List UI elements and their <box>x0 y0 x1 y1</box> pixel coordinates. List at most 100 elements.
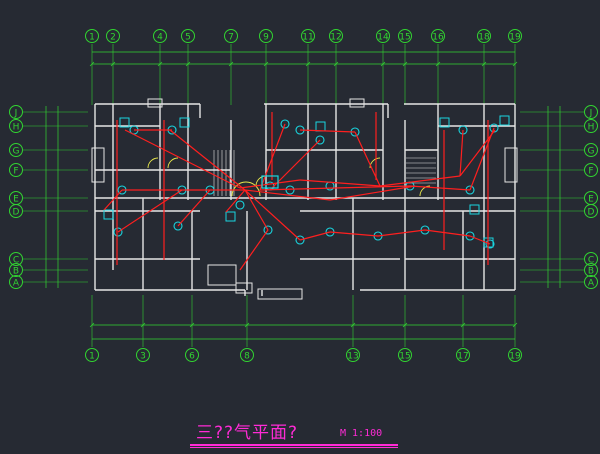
axis-label-top: 15 <box>399 33 410 43</box>
wire <box>329 231 379 237</box>
axis-label-left: A <box>13 279 20 289</box>
dimension-tick <box>402 61 408 67</box>
axis-bubble-bottom <box>240 348 254 362</box>
axis-bubble-top <box>508 29 522 43</box>
axis-bubble-left <box>9 204 23 218</box>
distribution-panel <box>261 175 279 189</box>
socket-box <box>225 211 236 222</box>
axis-label-bottom: 15 <box>399 352 410 362</box>
light-fixture <box>113 227 123 237</box>
axis-bubble-right <box>584 119 598 133</box>
axis-bubble-top <box>181 29 195 43</box>
axis-label-top: 7 <box>228 33 234 43</box>
axis-bubble-right <box>584 204 598 218</box>
axis-label-right: D <box>588 208 595 218</box>
axis-label-bottom: 19 <box>509 352 521 362</box>
wire <box>177 189 211 227</box>
axis-label-left: C <box>13 256 19 266</box>
dimension-tick <box>185 61 191 67</box>
dimension-tick <box>228 61 234 67</box>
axis-bubble-bottom <box>185 348 199 362</box>
axis-bubble-left <box>9 252 23 266</box>
axis-bubble-bottom <box>508 348 522 362</box>
socket-box <box>315 121 326 132</box>
title-underline <box>190 444 398 446</box>
axis-label-top: 2 <box>110 33 116 43</box>
socket-box <box>103 209 114 220</box>
axis-bubble-bottom <box>136 348 150 362</box>
axis-label-bottom: 1 <box>89 352 95 362</box>
axis-bubble-top <box>398 29 412 43</box>
axis-bubble-bottom <box>85 348 99 362</box>
title-underline-thin <box>190 447 398 448</box>
wire <box>409 185 471 191</box>
axis-bubble-right <box>584 263 598 277</box>
socket-box <box>499 115 510 126</box>
dimension-tick <box>333 61 339 67</box>
dimension-tick <box>110 61 116 67</box>
axis-bubble-top <box>259 29 273 43</box>
wire <box>169 129 246 191</box>
wire <box>244 189 269 231</box>
dimension-tick <box>460 322 466 328</box>
door-swing <box>147 157 159 169</box>
dimension-tick <box>350 322 356 328</box>
socket-box <box>439 117 450 128</box>
axis-label-top: 19 <box>509 33 521 43</box>
wire <box>225 189 246 213</box>
axis-label-top: 14 <box>377 33 389 43</box>
axis-label-right: H <box>588 123 595 133</box>
balcony <box>504 147 518 183</box>
axis-label-top: 4 <box>157 33 163 43</box>
wire <box>299 129 356 133</box>
axis-bubble-left <box>9 105 23 119</box>
axis-label-left: F <box>13 167 18 177</box>
door-swing <box>369 157 381 169</box>
axis-label-top: 11 <box>302 33 313 43</box>
axis-label-top: 16 <box>432 33 444 43</box>
axis-bubble-right <box>584 143 598 157</box>
axis-label-right: J <box>589 109 593 119</box>
door-swing <box>231 181 261 197</box>
entry-box <box>235 282 253 294</box>
light-fixture <box>485 239 495 249</box>
dimension-tick <box>89 61 95 67</box>
wire <box>459 129 496 177</box>
axis-bubble-top <box>85 29 99 43</box>
axis-bubble-right <box>584 105 598 119</box>
dimension-tick <box>305 61 311 67</box>
socket-box <box>119 117 130 128</box>
entry-box <box>257 288 303 300</box>
axis-label-top: 9 <box>263 33 269 43</box>
axis-label-top: 1 <box>89 33 95 43</box>
wire <box>103 189 123 211</box>
dimension-tick <box>89 322 95 328</box>
axis-label-left: G <box>13 147 20 157</box>
axis-label-left: J <box>14 109 18 119</box>
axis-bubble-right <box>584 163 598 177</box>
light-fixture <box>315 135 325 145</box>
balcony <box>91 147 105 183</box>
wire <box>124 129 241 189</box>
light-fixture <box>280 119 290 129</box>
wire <box>377 229 426 237</box>
window-bay <box>147 98 163 108</box>
axis-bubble-top <box>153 29 167 43</box>
axis-label-right: F <box>588 167 593 177</box>
wire <box>239 179 301 189</box>
axis-bubble-top <box>224 29 238 43</box>
dimension-tick <box>189 322 195 328</box>
wire <box>299 231 331 241</box>
axis-label-left: E <box>13 195 19 205</box>
axis-bubble-top <box>301 29 315 43</box>
door-swing <box>419 185 431 197</box>
axis-label-left: B <box>13 267 19 277</box>
dimension-tick <box>157 61 163 67</box>
axis-label-top: 12 <box>330 33 341 43</box>
axis-label-bottom: 8 <box>244 352 250 362</box>
wire <box>424 229 471 237</box>
axis-bubble-right <box>584 252 598 266</box>
axis-bubble-left <box>9 143 23 157</box>
axis-label-right: A <box>588 279 595 289</box>
light-fixture <box>173 221 183 231</box>
